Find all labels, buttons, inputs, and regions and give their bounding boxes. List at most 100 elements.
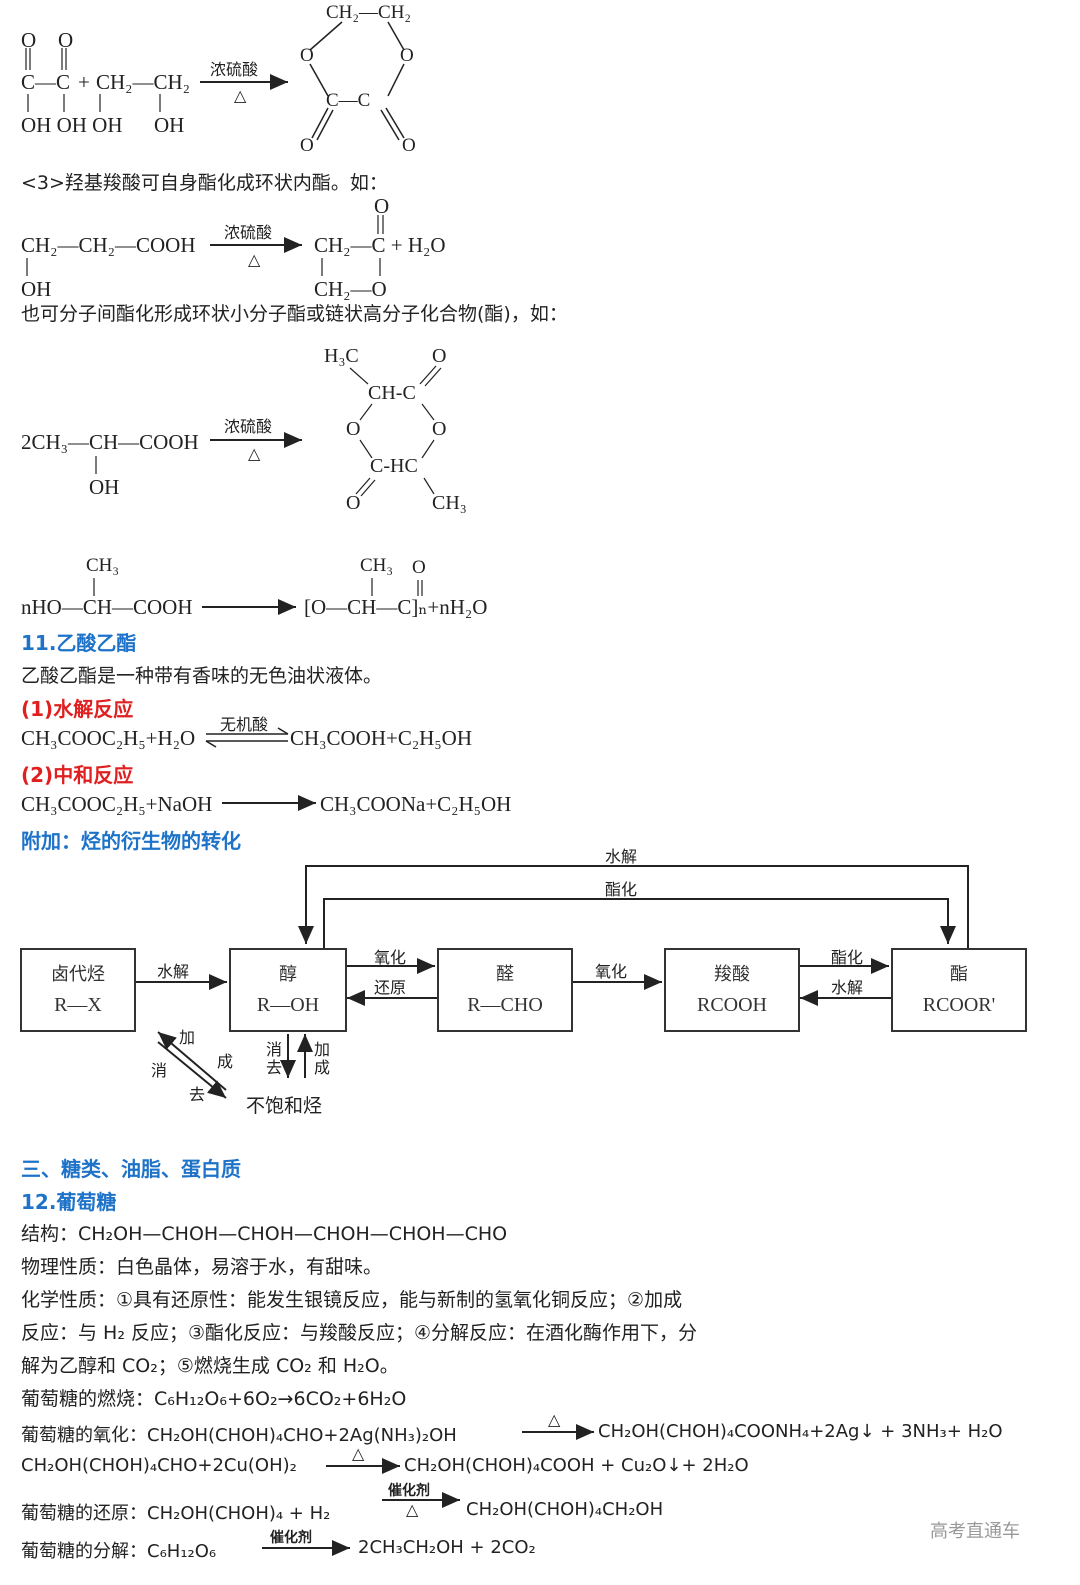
box-formula: R—CHO (467, 994, 543, 1016)
box-formula: RCOOR' (922, 994, 996, 1016)
ring-carbons: C—C (326, 90, 371, 111)
heading-hydrolysis: (1)水解反应 (21, 697, 134, 721)
equation-left: CH₃COOC₂H₅+H₂O (21, 726, 196, 750)
box-name: 醇 (279, 964, 297, 985)
glucose-structure: 结构：CH₂OH—CHOH—CHOH—CHOH—CHOH—CHO (21, 1223, 508, 1245)
condition-heat: △ (406, 1500, 419, 1519)
plus-sign: + (78, 70, 90, 94)
heading-neutralization: (2)中和反应 (21, 763, 134, 787)
arrow-label: 还原 (374, 978, 407, 997)
ring-bond (309, 21, 343, 51)
condition-heat: △ (248, 250, 261, 269)
box-ester: 酯 RCOOR' (891, 948, 1027, 1032)
ring-carbons: C-HC (370, 455, 418, 477)
box-formula: R—OH (256, 994, 320, 1016)
diag-label: 成 (217, 1052, 234, 1071)
polymer-formula: [O—CH—C]ₙ+nH₂O (304, 595, 488, 619)
bond (421, 403, 435, 421)
methyl-group: CH₃ (432, 492, 467, 514)
bond (421, 439, 435, 459)
lactic-acid-formula: 2CH₃—CH—COOH (21, 430, 199, 454)
condition-heat: △ (248, 444, 261, 463)
bond (349, 367, 369, 385)
hydrolysis-loop (298, 865, 969, 948)
condition-catalyst: 催化剂 (270, 1530, 312, 1546)
carbonyl-oxygen: O (346, 492, 361, 514)
ring-top: CH₂—CH₂ (326, 2, 412, 23)
carbonyl-oxygen: O (374, 194, 390, 218)
section-title-sugars: 三、糖类、油脂、蛋白质 (21, 1157, 241, 1181)
bond (359, 439, 373, 459)
carbonyl-oxygen: O (412, 557, 426, 578)
condition-acid: 浓硫酸 (224, 417, 273, 436)
box-formula: R—X (54, 994, 102, 1016)
condition-inorganic-acid: 无机酸 (220, 715, 269, 734)
condition-heat: △ (548, 1410, 561, 1429)
hydroxy-acid-formula: CH₂—CH₂—COOH (21, 233, 196, 257)
bond (360, 479, 376, 497)
glucose-reduction-right: CH₂OH(CHOH)₄CH₂OH (466, 1499, 664, 1520)
ring-bond (309, 63, 329, 97)
section-title-ethyl-acetate: 11.乙酸乙酯 (21, 631, 137, 655)
box-alcohol: 醇 R—OH (229, 948, 347, 1032)
methyl-group: H₃C (324, 345, 359, 367)
equation-right: CH₃COONa+C₂H₅OH (320, 792, 512, 816)
glucose-oxidation-left: 葡萄糖的氧化：CH₂OH(CHOH)₄CHO+2Ag(NH₃)₂OH (21, 1425, 457, 1446)
hydroxyl: OH (154, 113, 185, 137)
carbonyl-oxygen: O (402, 135, 416, 156)
ring-bond (387, 21, 405, 51)
vertical-label: 成 (314, 1058, 331, 1077)
bond (359, 403, 373, 421)
methyl-group: CH₃ (360, 555, 394, 576)
ring-bond (380, 109, 400, 141)
arrow-label: 水解 (831, 978, 864, 997)
diag-label: 消 (151, 1061, 168, 1080)
oxalic-carbons: C—C (21, 70, 71, 94)
vertical-label: 加 (314, 1040, 331, 1059)
paragraph-hydroxy-acid: <3>羟基羧酸可自身酯化成环状内酯。如： (21, 172, 388, 194)
glucose-reduction-left: 葡萄糖的还原：CH₂OH(CHOH)₄ + H₂ (21, 1503, 331, 1524)
ethyl-acetate-desc: 乙酸乙酯是一种带有香味的无色油状液体。 (21, 665, 383, 687)
glycol-carbons: CH₂—CH₂ (96, 70, 190, 94)
glucose-physical: 物理性质：白色晶体，易溶于水，有甜味。 (21, 1256, 383, 1278)
ring-carbons: CH-C (368, 382, 416, 404)
label-hydrolysis: 水解 (605, 847, 638, 866)
paragraph-intermolecular: 也可分子间酯化形成环状小分子酯或链状高分子化合物(酯)，如： (21, 303, 568, 325)
condition-catalyst: 催化剂 (388, 1483, 430, 1499)
bond (355, 477, 371, 495)
arrow-label: 氧化 (374, 948, 407, 967)
arrow-label: 水解 (157, 962, 190, 981)
ring-bond (385, 107, 405, 139)
subsection-glucose: 12.葡萄糖 (21, 1190, 117, 1214)
glucose-decomposition-left: 葡萄糖的分解：C₆H₁₂O₆ (21, 1541, 217, 1562)
bond (424, 367, 442, 387)
arrow-elimination-diag (157, 1041, 227, 1099)
heading-derivative-conversion: 附加：烃的衍生物的转化 (21, 829, 241, 853)
carbonyl-oxygen: O (300, 135, 314, 156)
glucose-combustion: 葡萄糖的燃烧：C₆H₁₂O₆+6O₂→6CO₂+6H₂O (21, 1388, 407, 1410)
condition-heat: △ (352, 1444, 365, 1463)
glucose-chemical-2: 反应：与 H₂ 反应；③酯化反应：与羧酸反应；④分解反应：在酒化酶作用下，分 (21, 1322, 698, 1344)
arrow-label: 氧化 (595, 962, 628, 981)
box-carboxylic-acid: 羧酸 RCOOH (664, 948, 800, 1032)
glucose-oxidation-right: CH₂OH(CHOH)₄COONH₄+2Ag↓ + 3NH₃+ H₂O (598, 1421, 1003, 1442)
box-aldehyde: 醛 R—CHO (437, 948, 573, 1032)
box-name: 羧酸 (714, 964, 750, 985)
glucose-decomposition-right: 2CH₃CH₂OH + 2CO₂ (358, 1537, 536, 1558)
arrow-addition-diag (157, 1031, 227, 1091)
methyl-group: CH₃ (86, 555, 120, 576)
ring-bond (316, 109, 334, 141)
bond (419, 365, 437, 385)
box-haloalkane: 卤代烃 R—X (20, 948, 136, 1032)
condition-heat: △ (234, 86, 247, 105)
oxygen: O (58, 28, 74, 52)
oxygen: O (21, 28, 37, 52)
lactone-ring-bottom: CH₂—O (314, 277, 387, 301)
diag-label: 去 (189, 1085, 206, 1104)
box-formula: RCOOH (696, 994, 767, 1016)
lactone-formula: CH₂—C + H₂O (314, 233, 446, 257)
box-name: 醛 (496, 964, 514, 985)
vertical-label: 去 (266, 1058, 283, 1077)
hydroxyl: OH (21, 277, 52, 301)
